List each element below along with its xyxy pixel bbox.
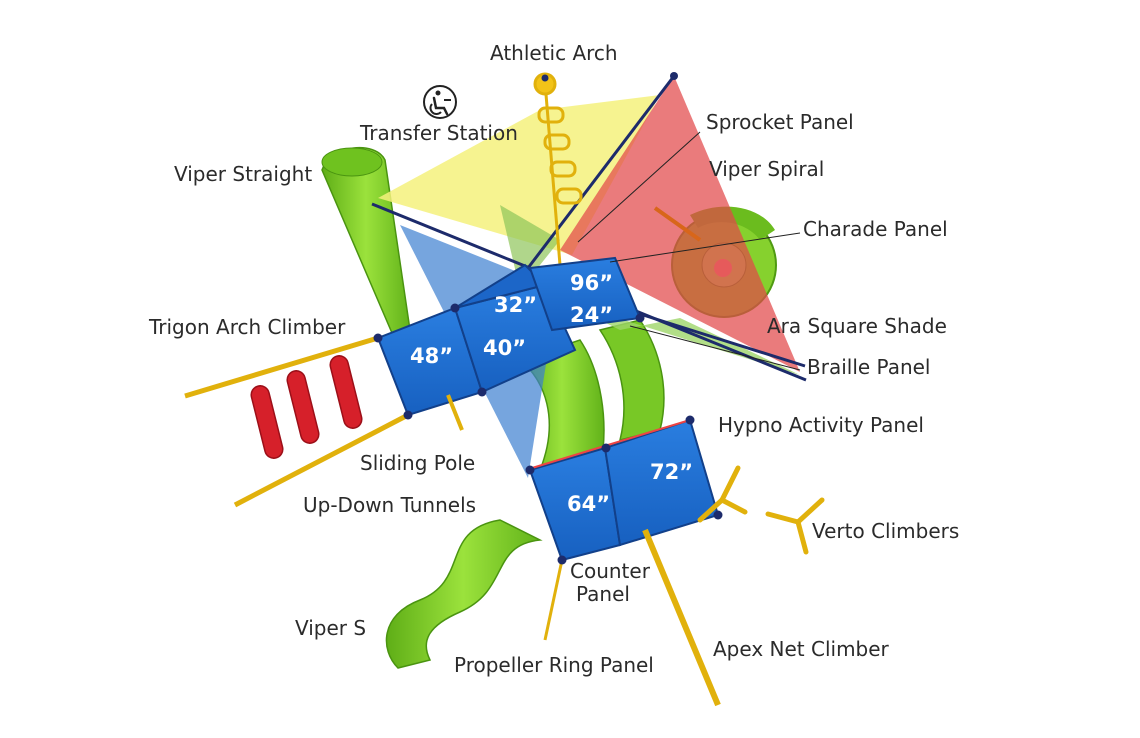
deck-height-40: 40” <box>483 336 526 360</box>
trigon-arch-climber <box>184 335 410 508</box>
label-trigon-arch-climber: Trigon Arch Climber <box>149 315 346 339</box>
sliding-pole <box>446 394 464 431</box>
leader-lines <box>577 131 801 371</box>
label-propeller-ring-panel: Propeller Ring Panel <box>454 653 654 677</box>
viper-straight-slide <box>321 146 411 342</box>
label-apex-net-climber: Apex Net Climber <box>713 637 889 661</box>
viper-s-slide <box>385 519 543 669</box>
deck-height-64: 64” <box>567 492 610 516</box>
verto-climber-2 <box>765 497 825 555</box>
deck-height-32: 32” <box>494 293 537 317</box>
deck-posts <box>373 303 723 565</box>
label-braille-panel: Braille Panel <box>807 355 931 379</box>
label-sprocket-panel: Sprocket Panel <box>706 110 854 134</box>
label-viper-straight: Viper Straight <box>174 162 313 186</box>
label-verto-climbers: Verto Climbers <box>812 519 960 543</box>
label-transfer-station: Transfer Station <box>360 121 518 145</box>
wheelchair-transfer-icon <box>423 85 457 119</box>
label-counter-panel-line1: Counter <box>570 559 650 583</box>
deck-height-24: 24” <box>570 303 613 327</box>
lower-decks <box>528 418 720 562</box>
right-tube-slide <box>598 319 665 442</box>
label-ara-square-shade: Ara Square Shade <box>767 314 947 338</box>
label-viper-spiral: Viper Spiral <box>709 157 825 181</box>
label-hypno-activity-panel: Hypno Activity Panel <box>718 413 924 437</box>
deck-height-48: 48” <box>410 344 453 368</box>
label-sliding-pole: Sliding Pole <box>360 451 476 475</box>
apex-net-climber <box>642 528 721 707</box>
label-athletic-arch: Athletic Arch <box>490 41 618 65</box>
label-viper-s: Viper S <box>295 616 367 640</box>
verto-climber-1 <box>697 465 748 523</box>
label-up-down-tunnels: Up-Down Tunnels <box>303 493 477 517</box>
label-counter-panel: Counter Panel <box>570 560 650 606</box>
deck-height-96: 96” <box>570 271 613 295</box>
deck-height-72: 72” <box>650 460 693 484</box>
propeller-ring-post <box>543 559 564 641</box>
athletic-arch <box>533 72 583 266</box>
label-charade-panel: Charade Panel <box>803 217 948 241</box>
teal-shade-sail <box>500 205 560 290</box>
label-counter-panel-line2: Panel <box>576 582 630 606</box>
